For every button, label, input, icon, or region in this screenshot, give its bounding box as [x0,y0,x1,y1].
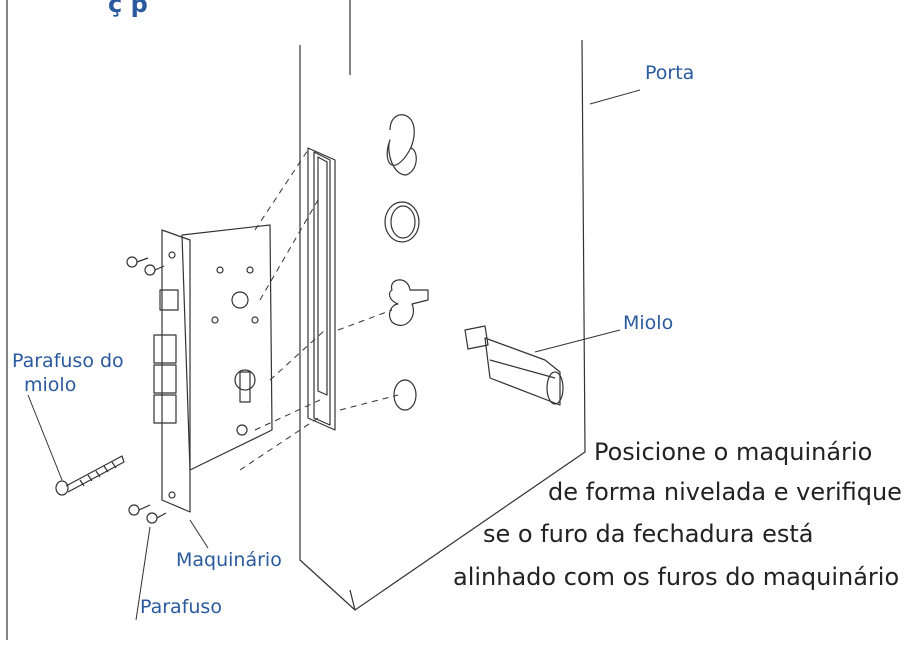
label-parafuso-do-miolo-line1: Parafuso do [12,350,124,372]
hole-round [384,201,420,243]
door [299,0,586,611]
door-holes [384,114,429,411]
instruction-line-1: Posicione o maquinário [594,438,873,466]
page-title: ç p [108,0,148,18]
label-parafuso: Parafuso [140,596,222,618]
lock-body [153,224,273,513]
hole-bottom [393,379,417,411]
instruction-line-3: se o furo da fechadura está [483,520,814,548]
screws [126,256,167,524]
label-parafuso-do-miolo-line2: miolo [24,374,77,396]
label-maquinario: Maquinário [176,549,282,571]
lock-cylinder [464,325,564,406]
instruction-line-4: alinhado com os furos do maquinário [453,563,900,591]
hole-top [386,114,417,176]
alignment-lines [239,149,399,471]
hole-cylinder [388,279,429,326]
cylinder-screw [55,455,125,496]
instruction-line-2: de forma nivelada e verifique [548,478,902,506]
label-miolo: Miolo [623,312,674,334]
label-porta: Porta [645,62,695,84]
leader-lines [27,89,641,621]
